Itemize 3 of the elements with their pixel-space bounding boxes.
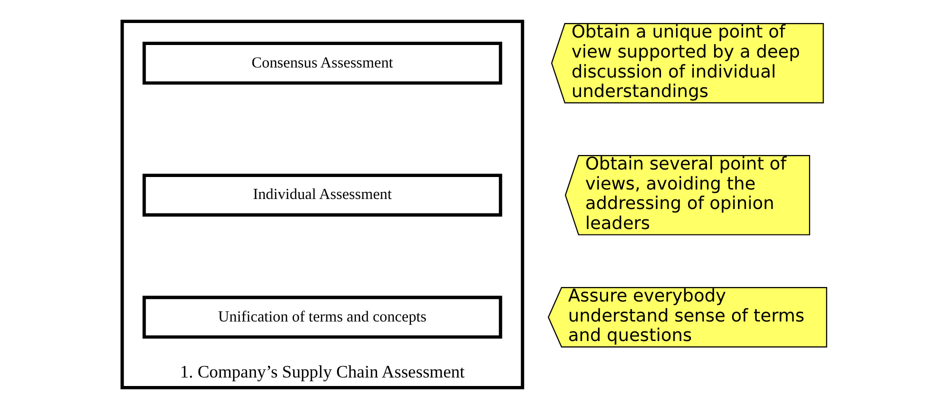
node-box: Individual Assessment: [142, 174, 502, 217]
node-box: Consensus Assessment: [142, 42, 502, 85]
node-box: Unification of terms and concepts: [142, 296, 502, 339]
